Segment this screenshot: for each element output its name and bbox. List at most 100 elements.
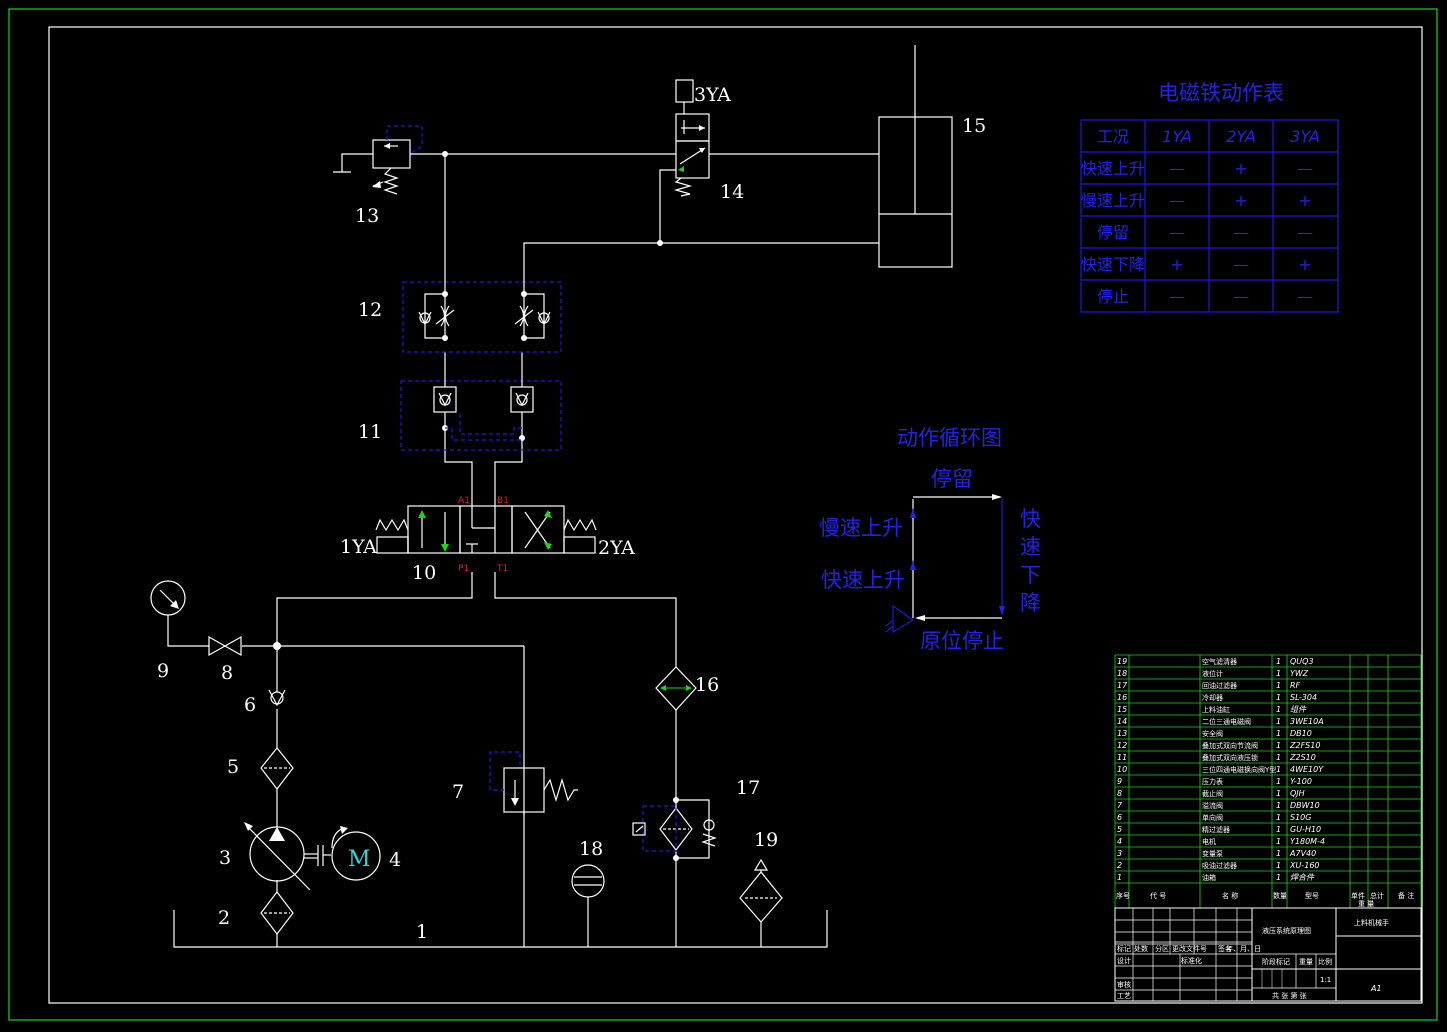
solenoid-cell: 快速上升 <box>1081 159 1145 178</box>
bom-name: 单向阀 <box>1202 813 1223 822</box>
pressure-gauge <box>150 580 209 647</box>
bom-header: 型号 <box>1305 891 1319 900</box>
solenoid-header: 2YA <box>1226 127 1256 146</box>
bom-name: 上料油缸 <box>1202 705 1230 714</box>
cycle-down-4: 降 <box>1020 591 1041 615</box>
motor <box>317 826 381 881</box>
label-19: 19 <box>754 829 778 851</box>
bom-model: S10G <box>1290 813 1311 822</box>
bom-qty: 1 <box>1276 717 1281 726</box>
bom-no: 7 <box>1117 801 1123 810</box>
bom-model: Y-100 <box>1290 777 1312 786</box>
relief-valve <box>489 751 578 815</box>
solenoid-cell: + <box>1298 191 1311 210</box>
bom-model: RF <box>1290 681 1301 690</box>
label-6: 6 <box>244 694 256 716</box>
port-p1: P1 <box>458 564 469 574</box>
label-1ya: 1YA <box>340 536 377 558</box>
port-t1: T1 <box>496 564 508 574</box>
label-2ya: 2YA <box>598 537 635 559</box>
air-breather <box>739 858 783 947</box>
solenoid-cell: 停留 <box>1097 223 1129 242</box>
bom-qty: 1 <box>1276 861 1281 870</box>
solenoid-cell: + <box>1234 159 1247 178</box>
bom-model: Z2S10 <box>1289 753 1316 762</box>
tb-process: 工艺 <box>1117 992 1131 1000</box>
bom-model: YWZ <box>1290 669 1309 678</box>
solenoid-header: 工况 <box>1097 127 1129 146</box>
bom-no: 3 <box>1117 849 1122 858</box>
label-5: 5 <box>227 756 239 778</box>
solenoid-cell: — <box>1297 223 1313 242</box>
bom-name: 油箱 <box>1202 873 1216 882</box>
three-way-valve <box>673 79 710 197</box>
bom-qty: 1 <box>1276 777 1281 786</box>
bom-name: 空气滤清器 <box>1202 657 1237 666</box>
label-8: 8 <box>221 662 233 684</box>
bom-model: 组件 <box>1290 705 1307 714</box>
solenoid-cell: + <box>1170 255 1183 274</box>
label-3ya: 3YA <box>694 84 731 106</box>
bom-name: 精过滤器 <box>1202 825 1230 834</box>
valve-to-lock-lines <box>444 412 523 506</box>
bom-model: GU-H10 <box>1290 825 1321 834</box>
bom-name: 回油过滤器 <box>1202 681 1237 690</box>
bom-no: 16 <box>1117 693 1127 702</box>
pressure-filter <box>260 709 294 808</box>
bom-no: 12 <box>1117 741 1127 750</box>
bom-qty: 1 <box>1276 801 1281 810</box>
solenoid-cell: — <box>1169 159 1185 178</box>
tb-standard: 标准化 <box>1181 956 1202 965</box>
safety-valve <box>333 125 423 195</box>
bom-no: 6 <box>1117 813 1122 822</box>
throttle-valve <box>402 281 562 353</box>
bom-model: Y180M-4 <box>1290 837 1325 846</box>
tb-weight: 重量 <box>1299 958 1313 966</box>
bom-header-weight: 重 量 <box>1358 900 1374 908</box>
stop-valve <box>208 635 242 657</box>
drawing-name: 液压系统原理图 <box>1262 926 1311 935</box>
bom-qty: 1 <box>1276 765 1281 774</box>
bom-name: 压力表 <box>1202 777 1223 786</box>
label-14: 14 <box>720 181 744 203</box>
bom-no: 11 <box>1117 753 1127 762</box>
bom-no: 15 <box>1117 705 1127 714</box>
tb-designer: 设计 <box>1117 956 1131 965</box>
bom-model: Z2FS10 <box>1289 741 1320 750</box>
label-1: 1 <box>416 921 428 943</box>
bom-qty: 1 <box>1276 741 1281 750</box>
bom-header: 名 称 <box>1222 891 1238 900</box>
scale-value: 1:1 <box>1320 976 1331 984</box>
bom-name: 冷却器 <box>1202 693 1223 702</box>
label-12: 12 <box>358 299 382 321</box>
cycle-home: 原位停止 <box>920 629 1004 653</box>
bom-name: 吸油过滤器 <box>1202 861 1237 870</box>
bom-model: SL-304 <box>1290 693 1317 702</box>
bom-model: DB10 <box>1290 729 1312 738</box>
label-18: 18 <box>579 838 603 860</box>
bom-qty: 1 <box>1276 873 1281 882</box>
solenoid-cell: — <box>1297 287 1313 306</box>
solenoid-cell: — <box>1169 191 1185 210</box>
solenoid-cell: — <box>1233 255 1249 274</box>
bom-model: 4WE10Y <box>1290 765 1324 774</box>
tb-sheets: 共 张 第 张 <box>1272 991 1307 1000</box>
solenoid-cell: + <box>1234 191 1247 210</box>
solenoid-cell: 慢速上升 <box>1081 191 1145 210</box>
directional-valve <box>375 505 597 554</box>
variable-pump <box>244 808 318 891</box>
bom-qty: 1 <box>1276 813 1281 822</box>
bom-qty: 1 <box>1276 669 1281 678</box>
bom-model: 焊合件 <box>1290 873 1315 882</box>
label-11: 11 <box>358 421 382 443</box>
hydraulic-lock <box>400 352 562 451</box>
label-16: 16 <box>695 674 719 696</box>
bom-qty: 1 <box>1276 705 1281 714</box>
solenoid-table-title: 电磁铁动作表 <box>1158 81 1284 105</box>
bom-no: 17 <box>1117 681 1128 690</box>
sheet-size: A1 <box>1370 984 1382 993</box>
port-a1: A1 <box>458 496 470 506</box>
cycle-down-2: 速 <box>1020 535 1041 559</box>
